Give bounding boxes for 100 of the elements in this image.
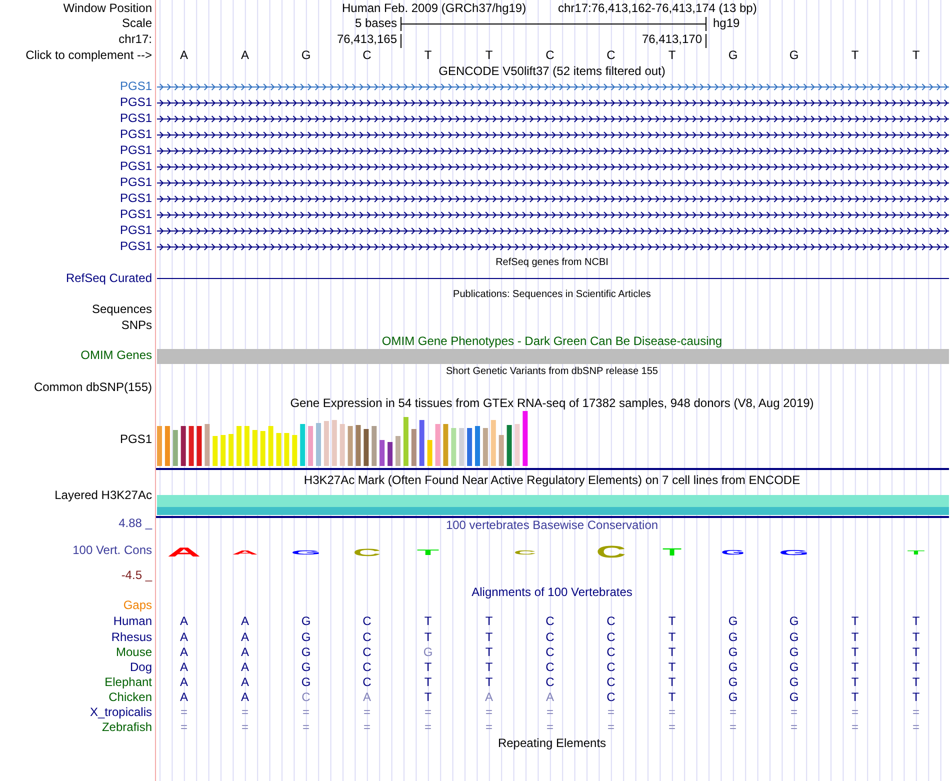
aligned-base: = <box>608 706 614 718</box>
gene-name: PGS1 <box>120 433 152 446</box>
aligned-base: A <box>180 615 188 628</box>
aligned-base: G <box>789 691 799 704</box>
aligned-base: A <box>241 660 249 673</box>
axis-value: 4.88 _ <box>118 517 152 530</box>
species-name: Chicken <box>108 691 152 704</box>
gene-name: PGS1 <box>120 224 152 236</box>
aligned-base: = <box>486 721 492 734</box>
base-letter: A <box>180 49 188 62</box>
aligned-base: = <box>364 706 370 718</box>
track-title: Short Genetic Variants from dbSNP release 155 <box>446 366 658 376</box>
aligned-base: = <box>364 721 370 734</box>
base-letter: A <box>241 49 249 62</box>
aligned-base: T <box>424 660 432 673</box>
aligned-base: T <box>912 691 920 704</box>
track-title: Gene Expression in 54 tissues from GTEx RNA-seq of 17382 samples, 948 donors (V8, Aug 2019) <box>290 397 814 410</box>
species-name: Zebrafish <box>102 721 152 734</box>
base-letter: C <box>606 49 616 62</box>
track-label: Gaps <box>123 599 152 612</box>
aligned-base: T <box>668 615 676 628</box>
gene-name: PGS1 <box>120 80 152 92</box>
aligned-base: = <box>546 706 554 718</box>
conservation-letter: A <box>167 545 201 560</box>
aligned-base: T <box>912 676 920 688</box>
aligned-base: T <box>912 615 920 628</box>
aligned-base: = <box>242 706 248 718</box>
aligned-base: T <box>668 676 676 688</box>
aligned-base: A <box>180 646 188 658</box>
aligned-base: T <box>851 615 859 628</box>
aligned-base: C <box>362 660 372 673</box>
aligned-base: G <box>789 630 799 643</box>
aligned-base: = <box>852 721 858 734</box>
aligned-base: A <box>241 691 249 704</box>
species-name: Rhesus <box>111 630 152 643</box>
track-title: OMIM Gene Phenotypes - Dark Green Can Be Disease-causing <box>382 335 722 348</box>
aligned-base: A <box>363 691 371 704</box>
aligned-base: = <box>546 721 554 734</box>
aligned-base: C <box>362 646 372 658</box>
track-title: Alignments of 100 Vertebrates <box>472 586 632 598</box>
aligned-base: T <box>851 676 859 688</box>
base-letter: G <box>789 49 799 62</box>
aligned-base: G <box>789 660 799 673</box>
aligned-base: G <box>728 691 738 704</box>
conservation-letter: T <box>662 546 682 558</box>
aligned-base: G <box>789 646 799 658</box>
aligned-base: T <box>668 660 676 673</box>
conservation-letter: C <box>352 546 382 558</box>
base-letter: T <box>912 49 920 62</box>
aligned-base: C <box>546 630 554 643</box>
base-letter: T <box>424 49 432 62</box>
assembly-text: Human Feb. 2009 (GRCh37/hg19) <box>342 2 526 14</box>
aligned-base: T <box>851 646 859 658</box>
aligned-base: C <box>606 615 616 628</box>
species-name: Dog <box>130 660 152 673</box>
species-name: Human <box>113 615 152 628</box>
aligned-base: C <box>546 660 554 673</box>
gene-name: PGS1 <box>120 176 152 188</box>
aligned-base: G <box>301 646 311 658</box>
aligned-base: G <box>728 646 738 658</box>
aligned-base: T <box>912 646 920 658</box>
aligned-base: C <box>606 630 616 643</box>
row-label: Click to complement --> <box>26 49 152 62</box>
aligned-base: C <box>302 691 310 704</box>
aligned-base: C <box>546 646 554 658</box>
track-label: Common dbSNP(155) <box>34 381 152 394</box>
row-label: chr17: <box>118 33 152 46</box>
aligned-base: T <box>485 646 493 658</box>
aligned-base: G <box>423 646 433 658</box>
aligned-base: = <box>668 721 676 734</box>
aligned-base: = <box>912 721 920 734</box>
track-label: 100 Vert. Cons <box>72 544 152 556</box>
aligned-base: T <box>668 691 676 704</box>
aligned-base: C <box>606 691 616 704</box>
gene-name: PGS1 <box>120 128 152 140</box>
aligned-base: = <box>302 706 310 718</box>
aligned-base: G <box>301 660 311 673</box>
gene-name: PGS1 <box>120 208 152 220</box>
base-letter: C <box>546 49 554 62</box>
aligned-base: G <box>789 615 799 628</box>
gene-name: PGS1 <box>120 96 152 108</box>
aligned-base: C <box>606 646 616 658</box>
conservation-letter: C <box>596 542 626 562</box>
aligned-base: T <box>424 630 432 643</box>
aligned-base: = <box>302 721 310 734</box>
aligned-base: G <box>301 630 311 643</box>
track-title: Repeating Elements <box>498 737 606 750</box>
row-label: Window Position <box>63 2 152 14</box>
aligned-base: C <box>362 630 372 643</box>
aligned-base: A <box>180 630 188 643</box>
coordinate-text: 76,413,165 <box>336 33 397 46</box>
base-letter: T <box>851 49 859 62</box>
aligned-base: A <box>241 676 249 688</box>
aligned-base: G <box>728 630 738 643</box>
aligned-base: = <box>730 706 736 718</box>
track-title: GENCODE V50lift37 (52 items filtered out) <box>438 65 666 78</box>
aligned-base: T <box>668 630 676 643</box>
aligned-base: G <box>301 615 311 628</box>
gene-name: PGS1 <box>120 144 152 156</box>
aligned-base: T <box>485 630 493 643</box>
